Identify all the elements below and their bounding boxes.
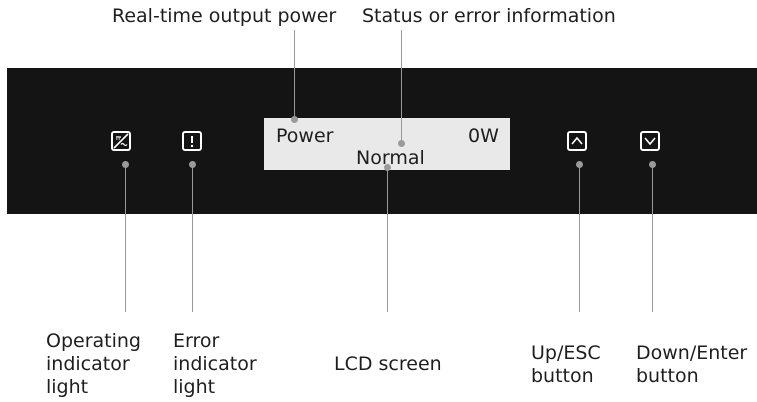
up-esc-button[interactable] (567, 131, 587, 151)
label-lcd-screen: LCD screen (334, 353, 442, 375)
label-down-enter-button: Down/Enter button (636, 342, 748, 387)
label-up-esc-button: Up/ESC button (531, 342, 601, 387)
callout-dot-status (398, 140, 405, 147)
label-error-indicator-light: Error indicator light (173, 330, 257, 398)
operating-indicator-icon (111, 131, 131, 151)
lcd-power-value: 0W (468, 125, 499, 147)
callout-line-up (579, 164, 580, 312)
callout-line-error (192, 164, 193, 312)
lcd-status-text: Normal (356, 147, 425, 169)
callout-line-lcd (387, 167, 388, 312)
callout-dot-output-power (291, 116, 298, 123)
up-arrow-icon (571, 136, 583, 145)
down-enter-button[interactable] (640, 131, 660, 151)
callout-line-status (401, 30, 402, 143)
label-real-time-output-power: Real-time output power (112, 5, 337, 27)
label-status-or-error-information: Status or error information (362, 5, 616, 27)
down-arrow-icon (644, 137, 656, 146)
lcd-power-label: Power (276, 125, 334, 147)
lcd-screen (264, 118, 510, 170)
error-indicator-icon (182, 131, 202, 151)
callout-line-down (652, 164, 653, 312)
callout-line-operating (125, 164, 126, 312)
callout-line-output-power (294, 30, 295, 119)
label-operating-indicator-light: Operating indicator light (46, 330, 141, 398)
